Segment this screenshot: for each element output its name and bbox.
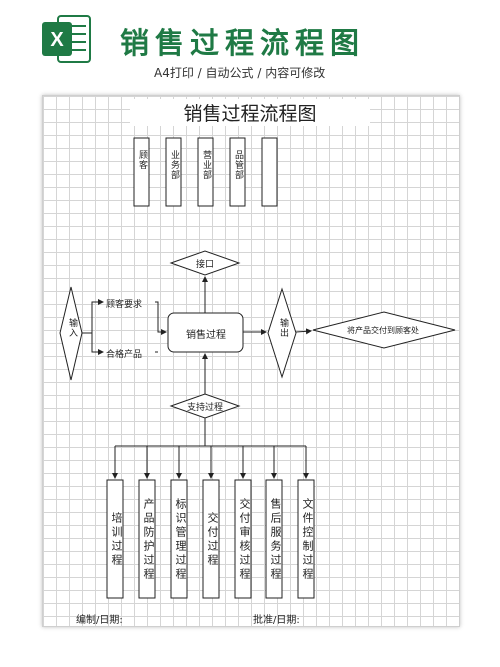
input-item-requirement: 顾客要求 (106, 300, 143, 310)
dept-label-qc: 品管部 (233, 150, 243, 180)
output-diamond (267, 287, 297, 379)
interface-label: 接口 (196, 260, 215, 270)
arrow-items-to-process (155, 301, 167, 335)
support-process-after-sales: 售后服务过程 (269, 498, 282, 582)
arrow-to-product (91, 333, 104, 355)
support-process-delivery: 交付过程 (206, 512, 219, 568)
input-item-product: 合格产品 (106, 350, 143, 360)
support-process-identification: 标识管理过程 (174, 498, 187, 582)
dept-label-customer: 顾客 (137, 150, 147, 170)
approved-by-date: 批准/日期: (253, 615, 300, 626)
document-title: 销售过程流程图 (130, 99, 370, 126)
dept-box-blank (261, 137, 278, 207)
output-target-diamond (312, 311, 456, 349)
support-box-5 (234, 479, 252, 599)
excel-icon: X (42, 15, 91, 63)
arrow-to-target (295, 328, 312, 335)
support-label: 支持过程 (187, 403, 224, 413)
support-process-training: 培训过程 (110, 512, 123, 568)
dept-box-customer (133, 137, 150, 207)
excel-logo-letter: X (50, 29, 64, 51)
support-box-7 (297, 479, 315, 599)
support-box-1 (106, 479, 124, 599)
support-box-2 (138, 479, 156, 599)
dept-box-qc (229, 137, 246, 207)
support-box-3 (170, 479, 188, 599)
support-diamond (169, 393, 241, 419)
support-box-4 (202, 479, 220, 599)
support-box-6 (265, 479, 283, 599)
dept-box-business (165, 137, 182, 207)
interface-diamond (169, 250, 241, 276)
banner-title: 销售过程流程图 (120, 26, 366, 60)
dept-label-sales: 营业部 (201, 150, 211, 180)
input-diamond (59, 286, 83, 381)
output-label: 输出 (278, 318, 288, 338)
support-process-delivery-audit: 交付审核过程 (238, 498, 251, 582)
top-banner: X 销售过程流程图 A4打印 / 自动公式 / 内容可修改 (0, 0, 500, 90)
support-process-protection: 产品防护过程 (142, 498, 155, 582)
sales-process-label: 销售过程 (186, 330, 226, 341)
support-process-document-control: 文件控制过程 (301, 498, 314, 582)
arrow-to-requirement (82, 299, 104, 334)
output-target-label: 将产品交付到顾客处 (347, 326, 419, 335)
dept-box-sales (197, 137, 214, 207)
input-label: 输入 (67, 318, 77, 338)
banner-subtitle: A4打印 / 自动公式 / 内容可修改 (154, 66, 326, 80)
dept-label-business: 业务部 (169, 150, 179, 180)
prepared-by-date: 编制/日期: (76, 615, 123, 626)
